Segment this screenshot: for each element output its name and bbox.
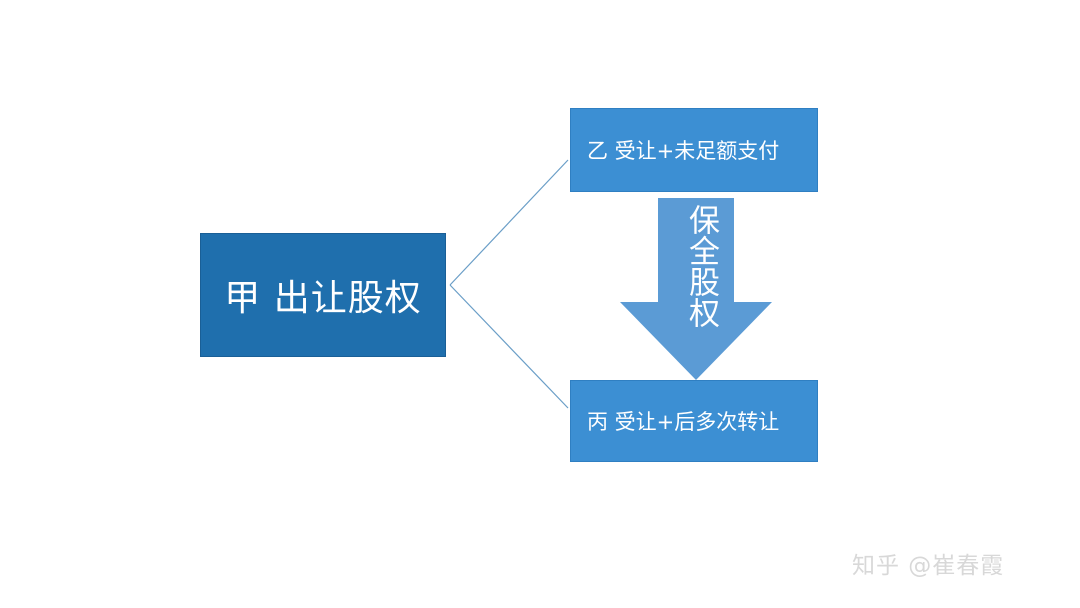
arrow-label: 保全股权 xyxy=(683,204,719,328)
source-node-jia: 甲 出让股权 xyxy=(200,233,446,357)
target-node-yi: 乙 受让+未足额支付 xyxy=(570,108,818,192)
target-node-bing-label: 丙 受让+后多次转让 xyxy=(587,410,780,434)
connector-to-yi xyxy=(449,159,569,286)
source-node-label: 甲 出让股权 xyxy=(224,278,422,319)
watermark: 知乎 @崔春霞 xyxy=(852,553,1005,579)
target-node-bing: 丙 受让+后多次转让 xyxy=(570,380,818,462)
connector-to-bing xyxy=(449,284,569,409)
target-node-yi-label: 乙 受让+未足额支付 xyxy=(587,139,780,163)
preserve-equity-arrow: 保全股权 xyxy=(620,198,772,380)
down-arrow-shape xyxy=(620,198,772,380)
